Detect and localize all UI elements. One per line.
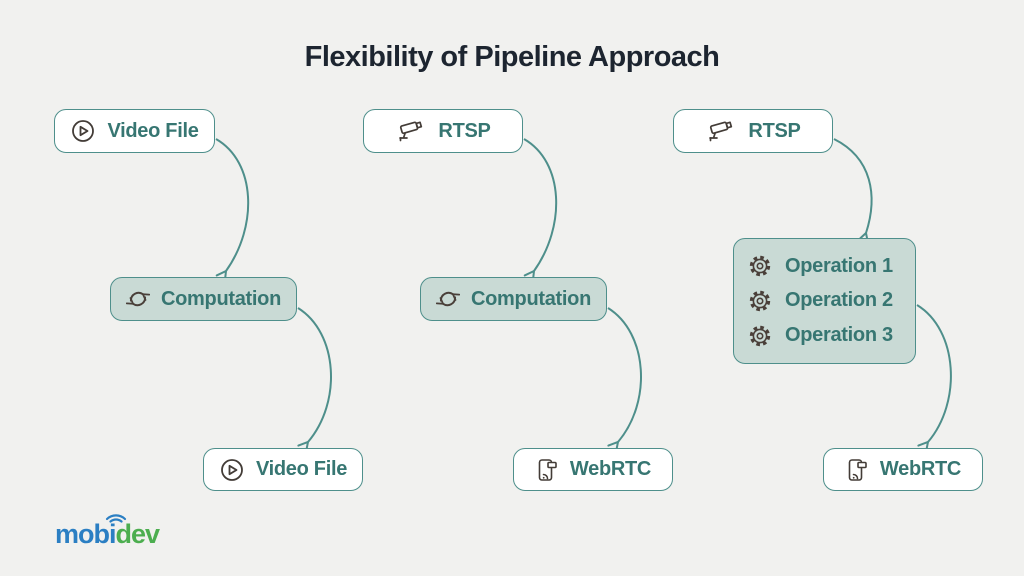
node-rtsp-source-2: RTSP <box>673 109 833 153</box>
operation-row-1: Operation 1 <box>748 254 901 278</box>
node-label: Computation <box>470 287 591 310</box>
operation-label: Operation 2 <box>785 289 893 312</box>
gear-icon <box>748 289 772 313</box>
gear-icon <box>748 324 772 348</box>
play-icon <box>70 118 96 144</box>
node-label: Video File <box>107 119 199 142</box>
node-video-file-source: Video File <box>54 109 215 153</box>
cctv-camera-icon <box>705 117 737 145</box>
node-label: Video File <box>255 458 348 480</box>
node-video-file-output: Video File <box>203 448 363 491</box>
arrow-computation-to-videofile <box>297 307 332 454</box>
node-computation-1: Computation <box>110 277 297 321</box>
operation-row-2: Operation 2 <box>748 289 901 313</box>
wifi-arcs-icon <box>99 507 133 528</box>
logo-text-dev: dev <box>115 519 161 549</box>
node-label: WebRTC <box>569 458 652 480</box>
node-webrtc-output-2: WebRTC <box>823 448 983 491</box>
node-label: RTSP <box>438 119 491 142</box>
node-label: RTSP <box>748 119 801 142</box>
arrow-rtsp-to-operations <box>833 138 873 245</box>
node-webrtc-output-1: WebRTC <box>513 448 673 491</box>
operation-row-3: Operation 3 <box>748 324 901 348</box>
node-label: Computation <box>160 287 281 310</box>
logo-text-mobi: mobi <box>55 519 116 549</box>
stream-device-icon <box>845 456 869 484</box>
play-icon <box>219 457 245 483</box>
arrow-rtsp-to-computation <box>523 138 558 283</box>
refresh-icon <box>435 289 460 309</box>
page-title: Flexibility of Pipeline Approach <box>304 41 720 73</box>
stream-device-icon <box>535 456 559 484</box>
node-rtsp-source-1: RTSP <box>363 109 523 153</box>
refresh-icon <box>125 289 150 309</box>
arrow-computation-to-webrtc <box>607 307 642 454</box>
cctv-camera-icon <box>395 117 427 145</box>
node-operations: Operation 1 Operation 2 Operation 3 <box>733 238 916 364</box>
node-computation-2: Computation <box>420 277 607 321</box>
node-label: WebRTC <box>879 458 962 480</box>
operation-label: Operation 3 <box>785 324 893 347</box>
arrow-videofile-to-computation <box>215 138 250 283</box>
mobidev-logo: mobidev <box>55 514 160 552</box>
arrow-operations-to-webrtc <box>916 304 952 454</box>
gear-icon <box>748 254 772 278</box>
operation-label: Operation 1 <box>785 254 893 277</box>
